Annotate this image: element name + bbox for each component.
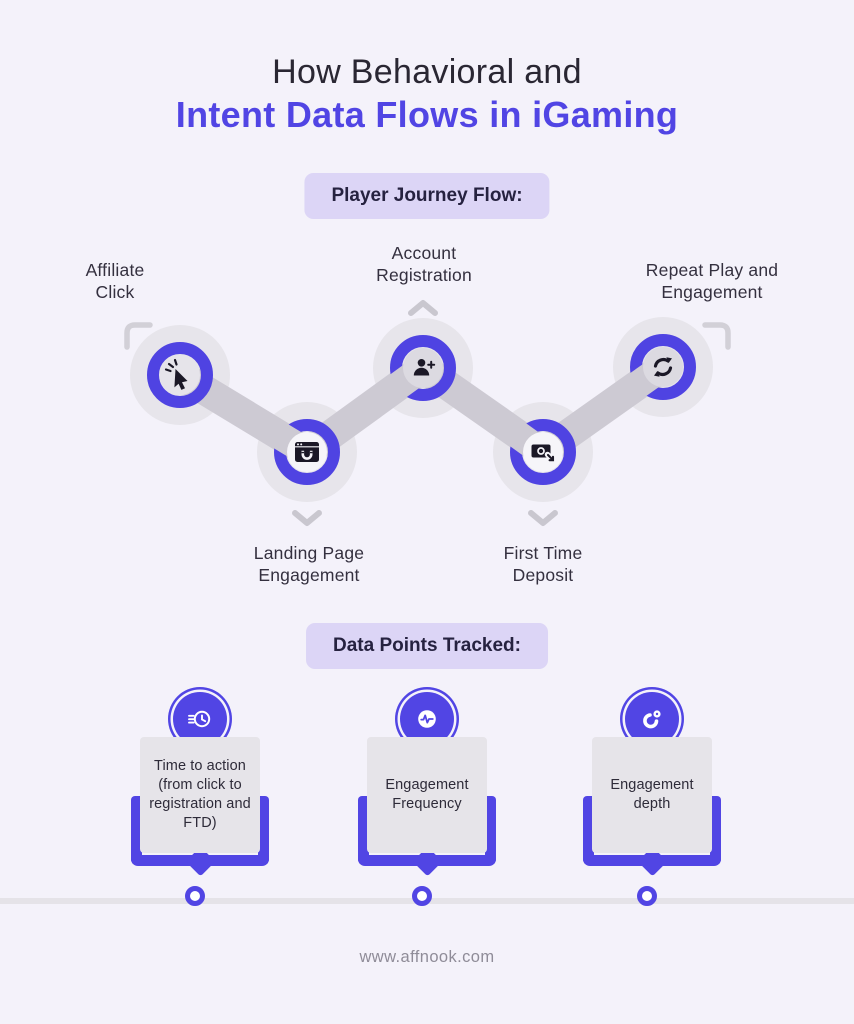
cash-deposit-icon — [531, 444, 557, 464]
node-label-affiliate-click: Affiliate Click — [85, 260, 145, 302]
cursor-click-icon — [164, 358, 188, 390]
data-points-badge: Data Points Tracked: — [306, 623, 548, 669]
title-line-1: How Behavioral and — [272, 53, 582, 91]
corner-bracket-left-icon — [124, 322, 153, 350]
chevron-down-icon — [292, 510, 322, 526]
journey-flow-badge: Player Journey Flow: — [304, 173, 550, 219]
player-journey-flow-diagram — [124, 300, 731, 526]
node-label-account-registration: Account Registration — [376, 243, 472, 285]
node-label-landing-page: Landing Page Engagement — [253, 543, 365, 585]
corner-bracket-right-icon — [702, 322, 731, 350]
landing-page-magnet-icon — [295, 442, 319, 462]
timeline-marker — [412, 886, 432, 906]
node-label-repeat-play: Repeat Play and Engagement — [645, 260, 779, 302]
title-line-2: Intent Data Flows in iGaming — [175, 94, 679, 135]
person-add-icon — [413, 359, 436, 376]
page-title: How Behavioral and Intent Data Flows in … — [0, 50, 854, 136]
card-label: Time to action (from click to registrati… — [140, 737, 260, 853]
footer-url: www.affnook.com — [359, 948, 495, 966]
repeat-cycle-icon — [653, 357, 673, 377]
timeline-marker — [637, 886, 657, 906]
card-label: Engagement depth — [592, 737, 712, 853]
timeline-marker — [185, 886, 205, 906]
node-label-first-time-deposit: First Time Deposit — [503, 543, 583, 585]
node-rings — [147, 334, 696, 485]
card-label: Engagement Frequency — [367, 737, 487, 853]
chevron-up-icon — [408, 300, 438, 316]
chevron-down-icon — [528, 510, 558, 526]
